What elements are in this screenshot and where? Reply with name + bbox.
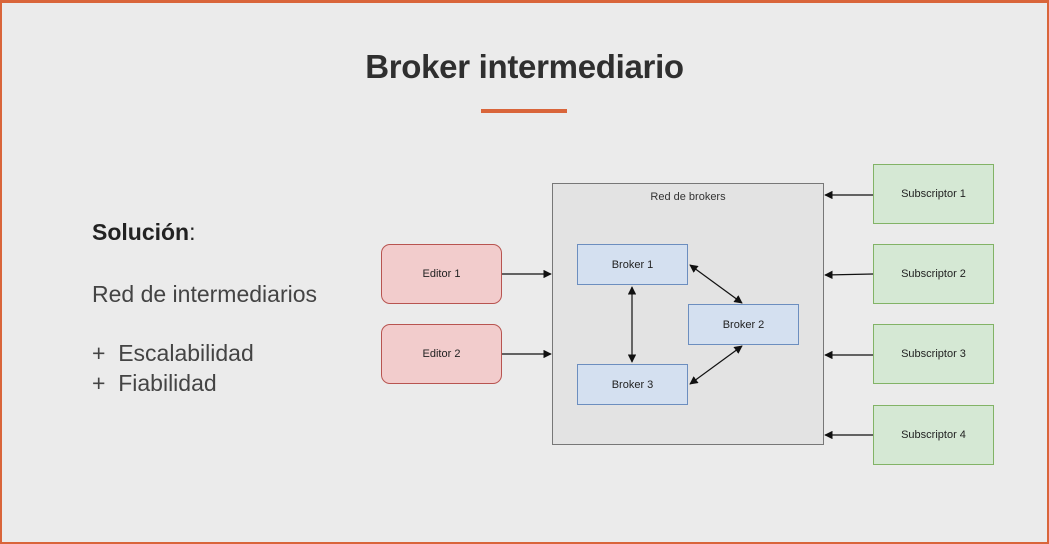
solution-line-network: Red de intermediarios [92,281,318,307]
broker-1-label: Broker 1 [611,258,654,271]
subscriber-2-node: Subscriptor 2 [873,244,994,304]
title-underline [481,109,567,113]
solution-line-scalability: + Escalabilidad [92,340,254,366]
solution-label: Solución [92,219,190,245]
subscriber-1-label: Subscriptor 1 [901,188,966,200]
arrow-sub2-to-network [824,270,874,280]
editor-2-label: Editor 2 [422,348,461,360]
editor-1-node: Editor 1 [381,244,502,304]
arrow-broker1-broker2 [689,264,743,304]
broker-2-label: Broker 2 [722,318,765,331]
broker-2-node: Broker 2 [688,304,799,345]
subscriber-3-label: Subscriptor 3 [901,348,966,360]
arrow-broker3-broker2 [689,345,743,385]
solution-heading: Solución: [92,219,196,246]
subscriber-2-label: Subscriptor 2 [901,268,966,280]
broker-3-label: Broker 3 [611,378,654,391]
subscriber-4-node: Subscriptor 4 [873,405,994,465]
solution-colon: : [189,219,196,245]
broker-network-label: Red de brokers [650,191,726,203]
subscriber-4-label: Subscriptor 4 [901,429,966,441]
subscriber-3-node: Subscriptor 3 [873,324,994,384]
editor-2-node: Editor 2 [381,324,502,384]
editor-1-label: Editor 1 [422,268,461,280]
broker-3-node: Broker 3 [577,364,688,405]
slide-title: Broker intermediario [365,48,684,85]
subscriber-1-node: Subscriptor 1 [873,164,994,224]
broker-1-node: Broker 1 [577,244,688,285]
solution-line-reliability: + Fiabilidad [92,370,217,396]
